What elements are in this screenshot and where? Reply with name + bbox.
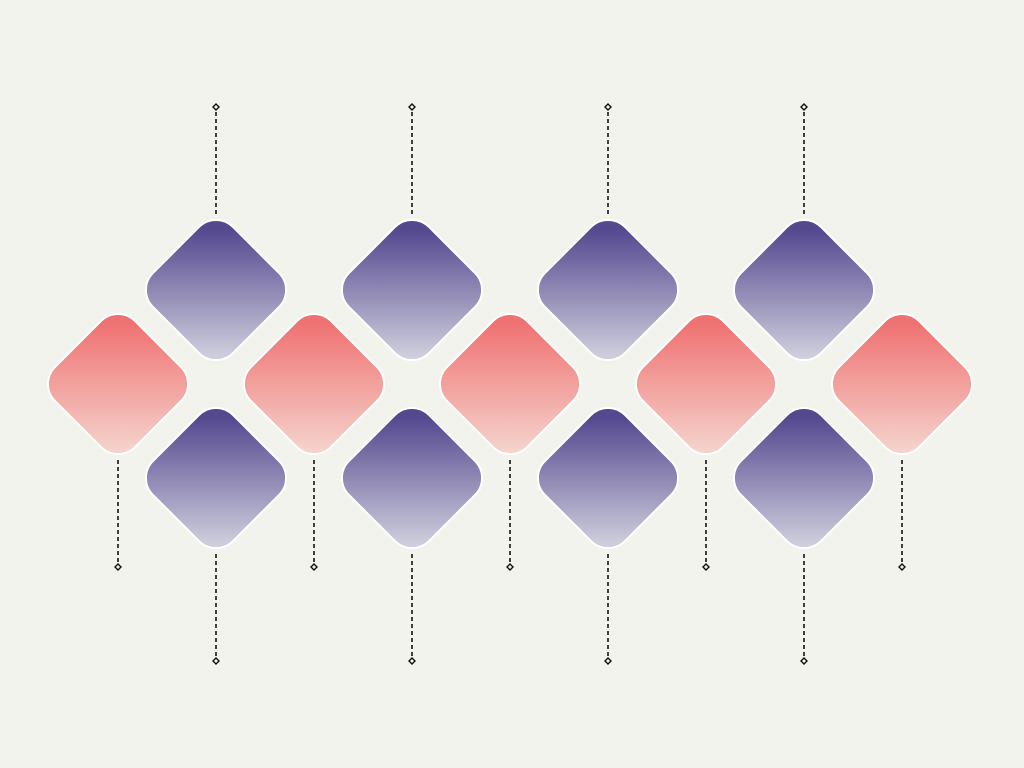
diamond-purple-bottom-1 (144, 406, 288, 550)
connector-purple-bottom-1 (212, 554, 220, 665)
diamond-group (46, 218, 974, 550)
connector-endpoint-diamond (702, 563, 710, 571)
connector-endpoint-diamond (800, 657, 808, 665)
connector-endpoint-diamond (898, 563, 906, 571)
connector-purple-top-2 (408, 103, 416, 214)
diamond-purple-top-4 (732, 218, 876, 362)
connector-endpoint-diamond (212, 103, 220, 111)
connector-purple-bottom-3 (604, 554, 612, 665)
diamond-coral-2 (242, 312, 386, 456)
connector-endpoint-diamond (800, 103, 808, 111)
connector-endpoint-diamond (506, 563, 514, 571)
connector-purple-top-4 (800, 103, 808, 214)
diamond-purple-top-3 (536, 218, 680, 362)
diamond-coral-3 (438, 312, 582, 456)
connector-coral-1 (114, 460, 122, 571)
connector-endpoint-diamond (604, 103, 612, 111)
connector-coral-3 (506, 460, 514, 571)
diamond-coral-4 (634, 312, 778, 456)
connector-coral-5 (898, 460, 906, 571)
connector-endpoint-diamond (408, 657, 416, 665)
connector-purple-bottom-2 (408, 554, 416, 665)
connector-group (114, 103, 906, 665)
connector-coral-2 (310, 460, 318, 571)
connector-endpoint-diamond (212, 657, 220, 665)
connector-endpoint-diamond (604, 657, 612, 665)
connector-purple-top-3 (604, 103, 612, 214)
connector-endpoint-diamond (114, 563, 122, 571)
diamond-purple-bottom-4 (732, 406, 876, 550)
connector-purple-bottom-4 (800, 554, 808, 665)
diamond-purple-top-2 (340, 218, 484, 362)
diamond-coral-5 (830, 312, 974, 456)
diamond-coral-1 (46, 312, 190, 456)
connector-endpoint-diamond (408, 103, 416, 111)
diamond-purple-bottom-3 (536, 406, 680, 550)
diamond-purple-top-1 (144, 218, 288, 362)
diamond-purple-bottom-2 (340, 406, 484, 550)
connector-coral-4 (702, 460, 710, 571)
connector-endpoint-diamond (310, 563, 318, 571)
connector-purple-top-1 (212, 103, 220, 214)
